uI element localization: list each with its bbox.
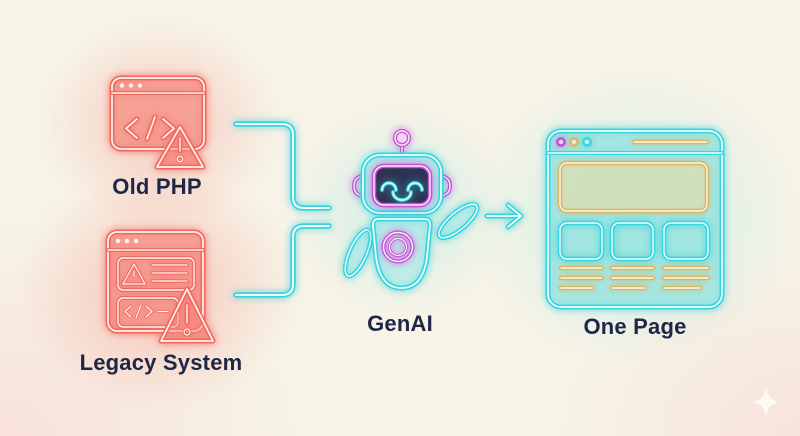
connector-legacy-to-genai xyxy=(236,226,329,295)
robot-icon xyxy=(340,129,482,288)
old-php-label: Old PHP xyxy=(112,174,202,199)
sparkle-icon xyxy=(753,387,779,417)
window-dot xyxy=(137,83,143,88)
browser-dots xyxy=(556,137,592,147)
one-page-label: One Page xyxy=(583,314,687,339)
window-dot xyxy=(128,83,134,88)
genai-label: GenAI xyxy=(367,311,433,336)
connector-old-php-to-genai xyxy=(236,124,329,208)
webpage-wireframe-icon xyxy=(548,131,722,307)
legacy-error-window-icon xyxy=(108,232,213,341)
window-dot xyxy=(133,238,139,244)
window-dot xyxy=(115,238,121,244)
broken-code-window-icon xyxy=(112,78,204,167)
window-dot xyxy=(124,238,130,244)
window-dot xyxy=(119,83,125,88)
arrow-genai-to-one-page xyxy=(487,205,521,227)
legacy-system-label: Legacy System xyxy=(79,350,243,375)
robot-antenna xyxy=(393,129,411,157)
